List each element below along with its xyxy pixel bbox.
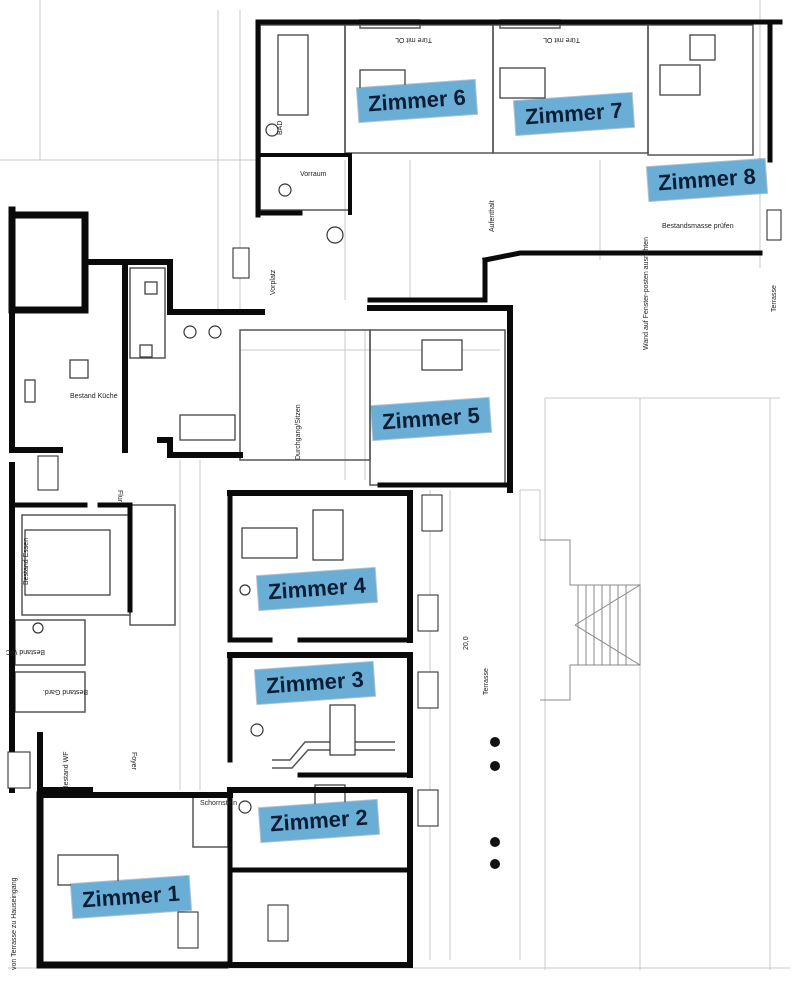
label-schornstein: Schornstein bbox=[200, 800, 237, 807]
label-bestand-gard: Bestand Gard. bbox=[43, 688, 88, 695]
label-bestand-wf: Bestand WF bbox=[63, 751, 70, 790]
label-durchgang: Durchgang/Sitzen bbox=[295, 404, 302, 460]
label-bestandsmasse: Bestandsmasse prüfen bbox=[662, 223, 734, 230]
label-vorraum: Vorraum bbox=[300, 171, 327, 178]
terrace-dots bbox=[490, 737, 500, 869]
label-foyer: Foyer bbox=[130, 752, 137, 771]
label-bestand-kueche: Bestand Küche bbox=[70, 393, 118, 400]
plan-annotations: Bestand Küche Bestand Essen Bestand WC B… bbox=[6, 36, 778, 970]
label-dim-20: 20,0 bbox=[463, 636, 470, 650]
label-terrasse-mid: Terrasse bbox=[483, 668, 490, 695]
label-terrasse-right: Terrasse bbox=[771, 285, 778, 312]
window-markers bbox=[7, 209, 782, 949]
label-tuere-1: Türe mit OL bbox=[395, 36, 432, 43]
label-flur: Flur bbox=[116, 490, 123, 503]
label-aufenthalt: Aufenthalt bbox=[489, 200, 496, 232]
label-tuere-2: Türe mit OL bbox=[543, 36, 580, 43]
label-bestand-wc: Bestand WC bbox=[6, 648, 45, 655]
label-vorplatz: Vorplatz bbox=[270, 269, 277, 295]
label-bestand-essen: Bestand Essen bbox=[23, 538, 30, 585]
label-wand-fenster: Wand auf Fenster-posten ausrichten bbox=[643, 237, 650, 350]
terrace-stair bbox=[540, 539, 641, 701]
label-bad: BAD bbox=[277, 121, 284, 135]
walls bbox=[8, 19, 783, 969]
label-von-terrasse: von Terrasse zu Hauseingang bbox=[11, 877, 18, 970]
